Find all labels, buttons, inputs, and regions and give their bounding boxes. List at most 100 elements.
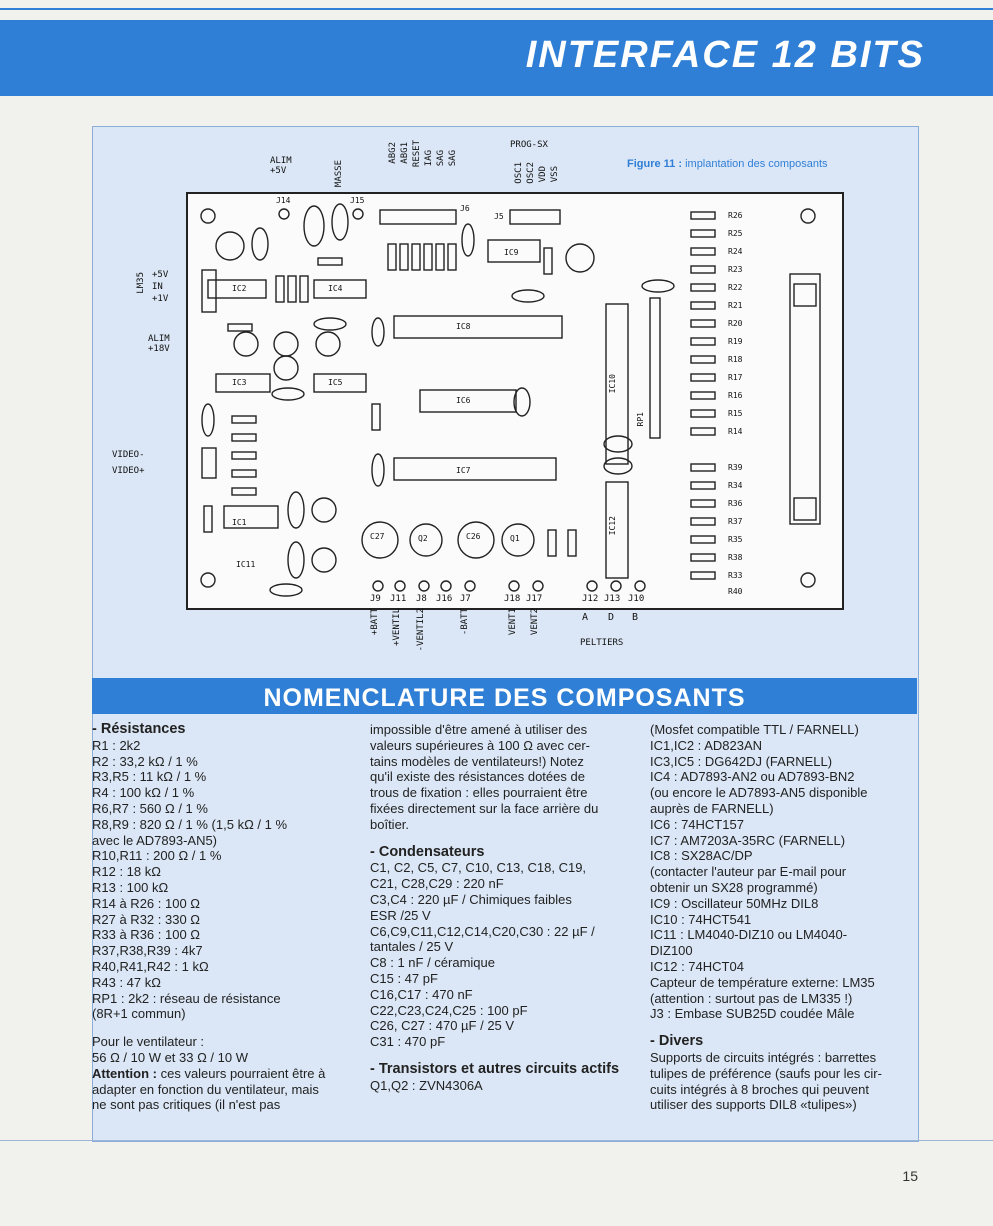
top-label: VDD xyxy=(538,166,548,183)
component-label: IC7 xyxy=(456,466,471,475)
connector-label: J5 xyxy=(494,212,504,221)
text-line: R10,R11 : 200 Ω / 1 % xyxy=(92,848,222,864)
footer-rule xyxy=(0,1140,993,1141)
text-line: tantales / 25 V xyxy=(370,939,454,955)
text-line: R37,R38,R39 : 4k7 xyxy=(92,943,203,959)
resistor-label: R40 xyxy=(728,587,743,596)
text-line: R1 : 2k2 xyxy=(92,737,141,753)
connector-label: J7 xyxy=(460,594,471,604)
bottom-label: B xyxy=(632,612,639,623)
text-line: R4 : 100 kΩ / 1 % xyxy=(92,785,195,801)
heading-transistors: - Transistors et autres circuits actifs xyxy=(370,1060,620,1077)
resistor-label: R18 xyxy=(728,355,743,364)
component-label: IC8 xyxy=(456,322,471,331)
resistor-label: R20 xyxy=(728,319,743,328)
top-label: SAG xyxy=(436,150,446,167)
left-label: VIDEO- xyxy=(112,450,145,460)
resistor-label: R19 xyxy=(728,337,743,346)
text-line: C3,C4 : 220 µF / Chimiques faibles xyxy=(370,891,572,907)
bottom-label: PELTIERS xyxy=(580,638,624,648)
connector-label: J8 xyxy=(416,594,427,604)
text-line: IC12 : 74HCT04 xyxy=(650,958,744,974)
resistor-label: R26 xyxy=(728,211,743,220)
component-label: Q1 xyxy=(510,534,520,543)
resistor-label: R21 xyxy=(728,301,743,310)
top-label: MASSE xyxy=(334,160,344,188)
component-label: IC9 xyxy=(504,248,519,257)
figure-top-labels: ALIM +5V MASSE ABG2 ABG1 RESET IAG SAG S… xyxy=(270,140,630,188)
text-line: Q1,Q2 : ZVN4306A xyxy=(370,1077,483,1093)
text-line: cuits intégrés à 8 broches qui peuvent xyxy=(650,1081,869,1097)
resistor-label: R25 xyxy=(728,229,743,238)
top-label: ABG2 xyxy=(388,142,398,164)
bottom-label: A xyxy=(582,612,589,623)
text-line: (8R+1 commun) xyxy=(92,1006,186,1022)
figure-left-labels: LM35 +5V IN +1V ALIM +18V VIDEO- VIDEO+ xyxy=(112,268,184,488)
page-number: 15 xyxy=(902,1168,918,1184)
connector-label: J6 xyxy=(460,204,470,213)
text-line: R6,R7 : 560 Ω / 1 % xyxy=(92,800,208,816)
pcb-board: IC1 IC2 IC3 IC4 IC5 IC6 IC7 IC8 IC9 IC10… xyxy=(186,192,844,610)
text-line: C22,C23,C24,C25 : 100 pF xyxy=(370,1002,528,1018)
text-line: qu'il existe des résistances dotées de xyxy=(370,769,585,785)
resistor-label: R37 xyxy=(728,517,743,526)
text-line: utiliser des supports DIL8 «tulipes») xyxy=(650,1097,857,1113)
connector-label: J12 xyxy=(582,594,599,604)
resistor-label: R22 xyxy=(728,283,743,292)
figure-caption-text: implantation des composants xyxy=(682,158,828,170)
figure-bottom-labels: J9 J11 J8 J16 J7 J18 J17 J12 J13 J10 +BA… xyxy=(360,594,660,660)
top-label: IAG xyxy=(424,150,434,167)
resistor-label: R24 xyxy=(728,247,743,256)
top-label: RESET xyxy=(412,140,422,168)
text-line: R14 à R26 : 100 Ω xyxy=(92,895,201,911)
resistor-label: R23 xyxy=(728,265,743,274)
text-line: valeurs supérieures à 100 Ω avec cer- xyxy=(370,737,590,753)
left-label: IN xyxy=(152,282,163,292)
nomenclature-column-3: (Mosfet compatible TTL / FARNELL) IC1,IC… xyxy=(650,722,912,1113)
text-line: (ou encore le AD7893-AN5 disponible xyxy=(650,785,868,801)
component-label: IC10 xyxy=(608,374,617,394)
resistor-label: R36 xyxy=(728,499,743,508)
top-label: ALIM +5V xyxy=(270,156,292,176)
top-label: VSS xyxy=(550,166,560,183)
text-line: R43 : 47 kΩ xyxy=(92,974,161,990)
component-label: IC11 xyxy=(236,560,256,569)
bottom-label: -BATT xyxy=(460,608,470,636)
text-line: Capteur de température externe: LM35 xyxy=(650,974,875,990)
component-label: IC4 xyxy=(328,284,343,293)
text-line: DIZ100 xyxy=(650,943,693,959)
connector-label: J14 xyxy=(276,196,291,205)
text-line: IC10 : 74HCT541 xyxy=(650,911,752,927)
component-label: IC6 xyxy=(456,396,471,405)
nomenclature-column-2: impossible d'être amené à utiliser des v… xyxy=(370,722,634,1094)
connector-label: J11 xyxy=(390,594,407,604)
figure-caption: Figure 11 : implantation des composants xyxy=(627,158,828,170)
left-label: ALIM +18V xyxy=(148,334,170,354)
pcb-layout xyxy=(200,203,821,597)
text-line: (attention : surtout pas de LM335 !) xyxy=(650,990,853,1006)
text-line: ne sont pas critiques (il n'est pas xyxy=(92,1097,281,1113)
resistor-label: R38 xyxy=(728,553,743,562)
text-line: IC7 : AM7203A-35RC (FARNELL) xyxy=(650,832,846,848)
text-line: R13 : 100 kΩ xyxy=(92,879,169,895)
resistor-label: R34 xyxy=(728,481,743,490)
top-label: OSC1 xyxy=(514,162,524,184)
attention-label: Attention : xyxy=(92,1065,157,1081)
text-line: auprès de FARNELL) xyxy=(650,800,774,816)
component-label: Q2 xyxy=(418,534,428,543)
resistor-label: R15 xyxy=(728,409,743,418)
text-line: C6,C9,C11,C12,C14,C20,C30 : 22 µF / xyxy=(370,923,595,939)
bottom-label: D xyxy=(608,612,615,623)
text-line: C15 : 47 pF xyxy=(370,970,438,986)
resistor-label: R33 xyxy=(728,571,743,580)
component-label: C26 xyxy=(466,532,481,541)
text-line: R27 à R32 : 330 Ω xyxy=(92,911,201,927)
resistor-label: R39 xyxy=(728,463,743,472)
component-label: IC12 xyxy=(608,516,617,536)
text-line: R2 : 33,2 kΩ / 1 % xyxy=(92,753,198,769)
text-line: C16,C17 : 470 nF xyxy=(370,986,473,1002)
text-line: ESR /25 V xyxy=(370,907,431,923)
component-label: C27 xyxy=(370,532,385,541)
text-line: IC4 : AD7893-AN2 ou AD7893-BN2 xyxy=(650,769,855,785)
resistor-label: R14 xyxy=(728,427,743,436)
